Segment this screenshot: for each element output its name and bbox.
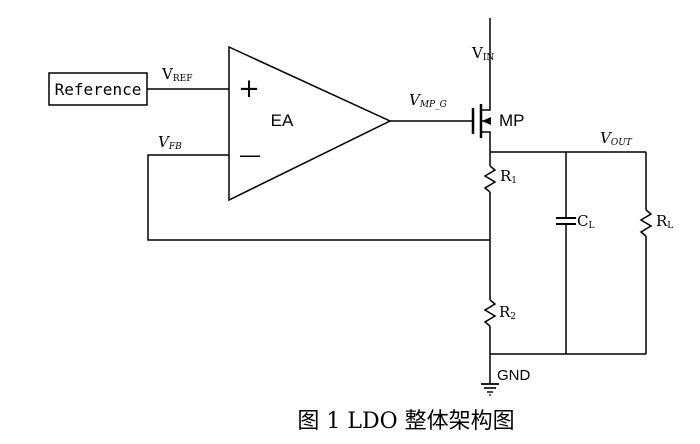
ground-icon — [481, 383, 499, 396]
vfb-label: VFB — [158, 133, 182, 152]
vmpg-label: VMP_G — [409, 91, 447, 110]
error-amplifier: + — EA — [228, 45, 392, 202]
rl-label: RL — [656, 212, 673, 231]
amp-plus-sign: + — [238, 74, 260, 104]
r2-resistor-icon — [483, 299, 497, 327]
rl-resistor-icon — [639, 209, 653, 237]
r1-resistor-icon — [483, 165, 497, 193]
amp-minus-sign: — — [239, 143, 261, 168]
vref-label: VREF — [161, 65, 192, 84]
vin-label: VIN — [471, 44, 494, 63]
amp-label: EA — [271, 111, 294, 130]
gnd-label: GND — [497, 367, 531, 384]
source-lead — [481, 18, 491, 111]
reference-label: Reference — [55, 80, 142, 99]
vout-label: VOUT — [600, 129, 633, 148]
reference-block: Reference — [48, 72, 148, 106]
figure-caption: 图 1 LDO 整体架构图 — [297, 409, 514, 434]
pmos-transistor: MP — [471, 18, 525, 152]
r1-label: R1 — [500, 167, 517, 186]
feedback-wire — [147, 154, 490, 241]
mp-label: MP — [499, 111, 525, 130]
cl-label: CL — [577, 212, 594, 231]
amplifier-triangle — [228, 45, 392, 202]
drain-lead — [481, 131, 491, 152]
r2-label: R2 — [499, 303, 516, 322]
